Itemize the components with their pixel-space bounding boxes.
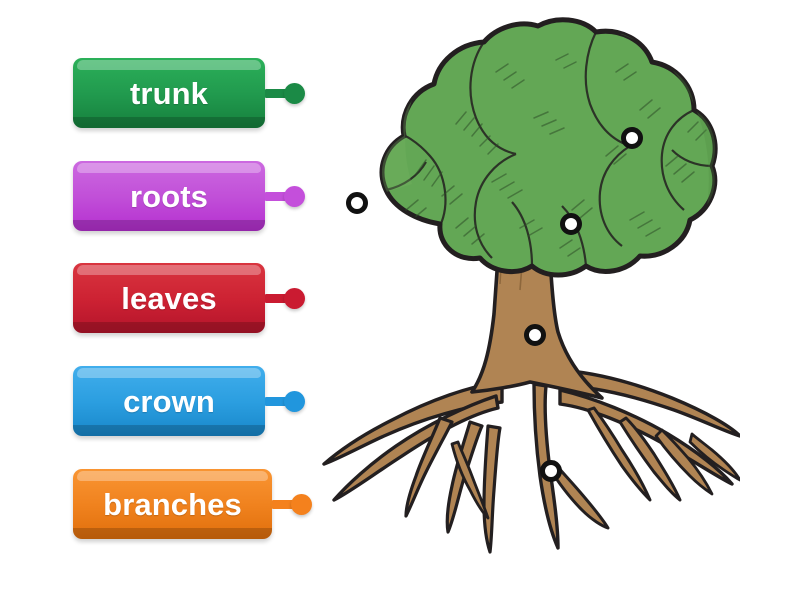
drop-target-crown-left[interactable]	[346, 192, 368, 214]
label-text-branches: branches	[103, 486, 242, 522]
connector-branches	[272, 469, 312, 539]
chip-gloss	[77, 368, 261, 378]
tree-illustration	[322, 17, 740, 554]
chip-lip	[73, 220, 265, 231]
chip-lip	[73, 425, 265, 436]
connector-crown	[265, 366, 305, 436]
label-chip-roots[interactable]: roots	[73, 161, 265, 231]
connector-trunk	[265, 58, 305, 128]
connector-knob[interactable]	[284, 390, 305, 412]
connector-stem	[272, 499, 294, 509]
label-chip-leaves[interactable]: leaves	[73, 263, 265, 333]
tree-roots	[322, 368, 740, 554]
connector-stem	[265, 88, 287, 98]
chip-lip	[73, 528, 272, 539]
drop-target-trunk[interactable]	[524, 324, 546, 346]
connector-leaves	[265, 263, 305, 333]
connector-knob[interactable]	[291, 493, 312, 515]
chip-lip	[73, 117, 265, 128]
connector-stem	[265, 191, 287, 201]
label-text-crown: crown	[123, 383, 215, 419]
connector-roots	[265, 161, 305, 231]
chip-gloss	[77, 265, 261, 275]
chip-lip	[73, 322, 265, 333]
drop-target-branch-in-canopy[interactable]	[560, 213, 582, 235]
label-chip-crown[interactable]: crown	[73, 366, 265, 436]
label-text-roots: roots	[130, 178, 208, 214]
drop-target-roots[interactable]	[540, 460, 562, 482]
drop-target-leaves-upper-right[interactable]	[621, 127, 643, 149]
label-text-leaves: leaves	[121, 280, 217, 316]
connector-knob[interactable]	[284, 287, 305, 309]
label-chip-branches[interactable]: branches	[73, 469, 272, 539]
chip-gloss	[77, 163, 261, 173]
connector-stem	[265, 293, 287, 303]
tree-crown	[379, 17, 718, 278]
label-chip-trunk[interactable]: trunk	[73, 58, 265, 128]
chip-gloss	[77, 471, 268, 481]
label-text-trunk: trunk	[130, 75, 208, 111]
connector-knob[interactable]	[284, 185, 305, 207]
connector-knob[interactable]	[284, 82, 305, 104]
chip-gloss	[77, 60, 261, 70]
connector-stem	[265, 396, 287, 406]
